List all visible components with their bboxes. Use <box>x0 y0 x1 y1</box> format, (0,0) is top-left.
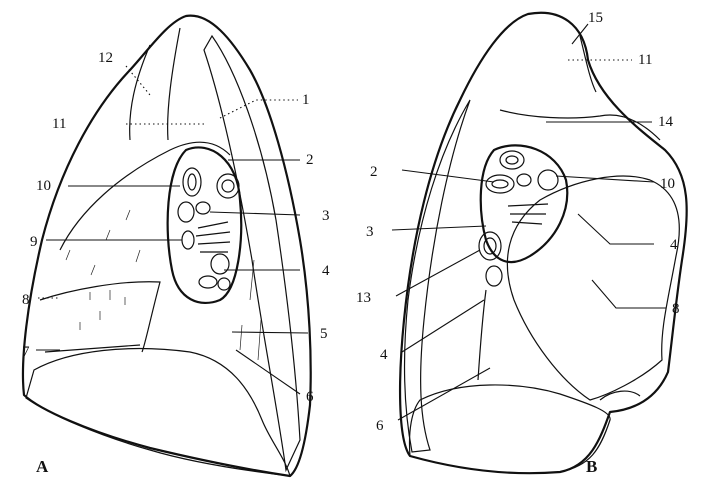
label-b-8: 8 <box>672 301 680 317</box>
lung-a-leaders <box>36 66 308 394</box>
lung-b-base <box>409 385 610 473</box>
label-a-7: 7 <box>22 344 30 360</box>
lung-b-hilum-vessels <box>479 151 558 286</box>
label-b-10: 10 <box>660 176 675 192</box>
label-b-3: 3 <box>366 224 374 240</box>
panel-a-caption: A <box>36 457 49 476</box>
label-b-13: 13 <box>356 290 371 306</box>
label-b-11: 11 <box>638 52 652 68</box>
label-b-2: 2 <box>370 164 378 180</box>
label-a-11: 11 <box>52 116 66 132</box>
label-a-1: 1 <box>302 92 310 108</box>
lung-b-cardiac-impression <box>507 176 679 400</box>
lung-b-leaders <box>392 24 666 420</box>
label-a-12: 12 <box>98 50 113 66</box>
label-a-8: 8 <box>22 292 30 308</box>
lung-a-costal-strip <box>204 36 300 470</box>
lung-b: 15 11 14 2 10 3 4 13 8 4 6 B <box>356 10 687 476</box>
lung-a-base <box>26 349 290 476</box>
lung-b-outline <box>400 13 687 473</box>
label-a-9: 9 <box>30 234 38 250</box>
panel-b-caption: B <box>586 457 597 476</box>
label-b-6: 6 <box>376 418 384 434</box>
label-a-5: 5 <box>320 326 328 342</box>
label-b-4-upper: 4 <box>670 237 678 253</box>
label-b-14: 14 <box>658 114 674 130</box>
lung-a-hilum-vessels <box>178 168 239 290</box>
label-a-10: 10 <box>36 178 51 194</box>
label-a-6: 6 <box>306 389 314 405</box>
label-b-4-lower: 4 <box>380 347 388 363</box>
label-a-4: 4 <box>322 263 330 279</box>
label-b-15: 15 <box>588 10 603 26</box>
lung-a-hilum <box>168 147 242 302</box>
lung-a: 12 11 1 2 10 3 9 4 8 5 7 6 A <box>22 16 330 476</box>
label-a-2: 2 <box>306 152 314 168</box>
label-a-3: 3 <box>322 208 330 224</box>
lung-a-outline <box>23 16 311 476</box>
